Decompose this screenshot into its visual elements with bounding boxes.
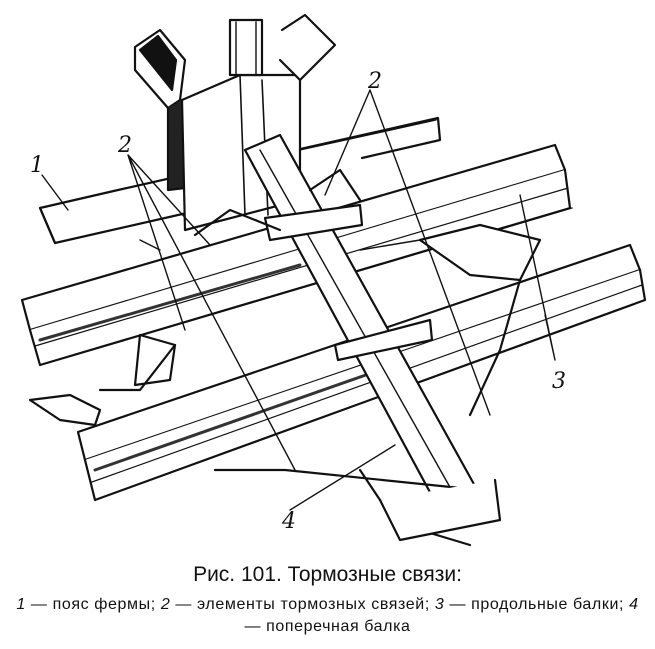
leader-lines: [41, 89, 556, 511]
callout-2-left: 2: [117, 133, 132, 158]
legend-num: 2: [160, 596, 171, 613]
callout-4: 4: [281, 509, 296, 534]
cross-beam: [243, 133, 482, 522]
callout-3: 3: [552, 369, 566, 394]
legend-num: 3: [434, 596, 445, 613]
figure-caption-title: Рис. 101. Тормозные связи:: [193, 563, 462, 586]
brake-bracing-elements: [28, 168, 542, 547]
legend-text: — пояс фермы;: [25, 596, 161, 613]
legend-text: — элементы тормозных связей;: [170, 596, 435, 613]
callout-1: 1: [30, 153, 44, 178]
legend-text: — продольные балки;: [444, 596, 630, 613]
legend-text: — поперечная балка: [244, 618, 411, 635]
figure-legend: 1 — пояс фермы; 2 — элементы тормозных с…: [12, 594, 643, 638]
callout-2-right: 2: [367, 69, 382, 94]
brake-bracing-drawing: 1 2 2 3 4: [20, 13, 647, 547]
legend-num: 1: [16, 596, 26, 613]
legend-num: 4: [629, 596, 639, 613]
